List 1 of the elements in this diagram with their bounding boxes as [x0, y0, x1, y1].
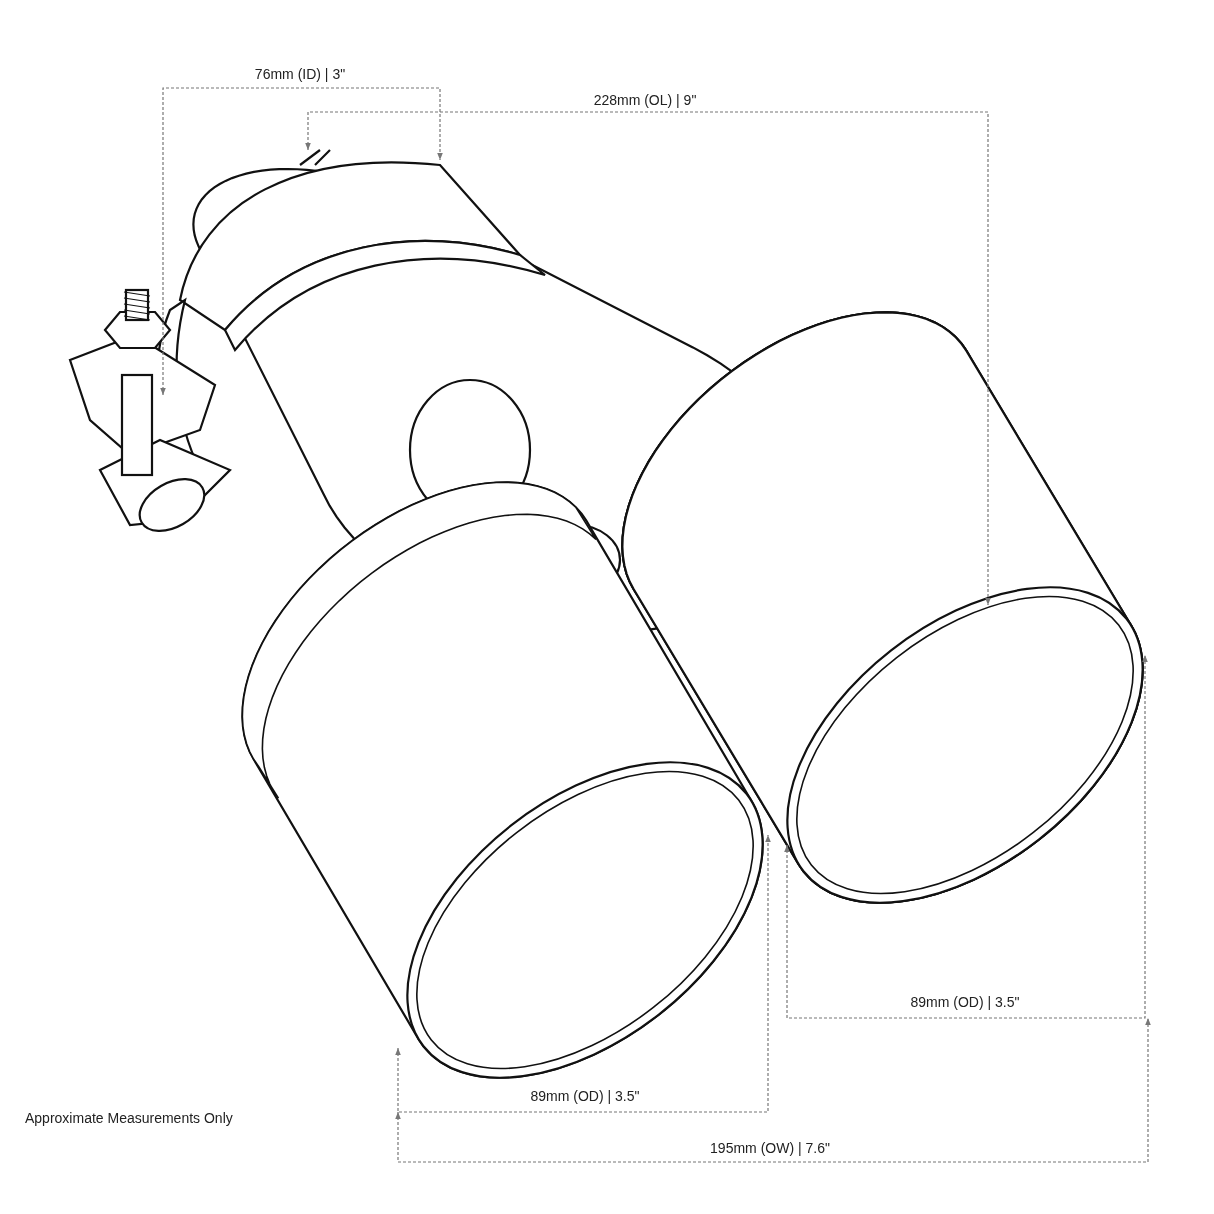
note-text: Approximate Measurements Only [24, 1110, 234, 1126]
